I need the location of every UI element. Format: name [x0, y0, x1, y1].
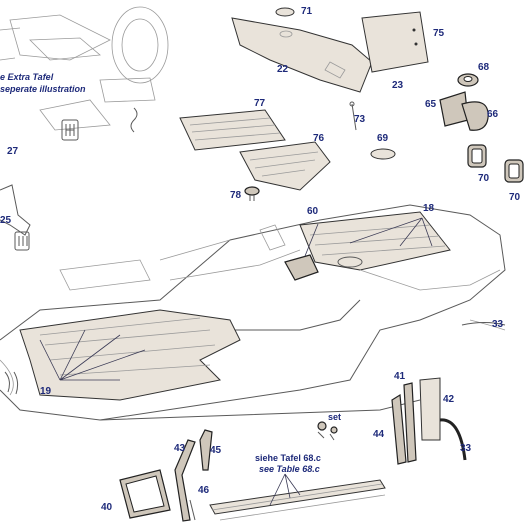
label-68: 68	[478, 62, 490, 73]
part-44-strip	[391, 393, 407, 465]
label-22: 22	[277, 64, 289, 75]
label-77: 77	[254, 98, 266, 109]
part-78-knob	[244, 186, 260, 196]
label-66: 66	[487, 109, 499, 120]
steering-wheel-sketch	[0, 6, 169, 131]
part-71-cap	[275, 7, 295, 17]
label-44: 44	[373, 429, 385, 440]
label-41: 41	[394, 371, 406, 382]
part-41-strip	[403, 382, 417, 463]
label-73: 73	[354, 114, 366, 125]
part-75-board	[361, 11, 429, 73]
label-23: 23	[392, 80, 404, 91]
screw-set-icon	[317, 421, 338, 441]
gear-shift-icon	[61, 107, 138, 141]
label-71: 71	[301, 6, 313, 17]
label-42: 42	[443, 394, 455, 405]
note-siehe-tafel: siehe Tafel 68.c	[255, 453, 321, 463]
label-70-a: 70	[478, 173, 490, 184]
label-60: 60	[307, 206, 319, 217]
label-46: 46	[198, 485, 210, 496]
label-65: 65	[425, 99, 437, 110]
label-43: 43	[174, 443, 186, 454]
label-76: 76	[313, 133, 325, 144]
label-40: 40	[101, 502, 113, 513]
part-66-boot	[461, 101, 489, 131]
part-46-strip	[189, 499, 196, 521]
label-78: 78	[230, 190, 242, 201]
label-69: 69	[377, 133, 389, 144]
label-33-b: 33	[460, 443, 472, 454]
part-73-clip	[351, 103, 357, 131]
note-set: set	[328, 412, 342, 422]
part-33-arc	[439, 418, 467, 461]
part-76-mat	[239, 141, 331, 191]
label-33-a: 33	[492, 319, 504, 330]
note-see-table: see Table 68.c	[259, 464, 320, 474]
part-22-panel	[231, 17, 373, 93]
part-77-mat	[179, 109, 286, 151]
part-25-bracket	[0, 184, 31, 236]
label-27: 27	[7, 146, 19, 157]
part-45-strip	[199, 429, 213, 471]
label-19: 19	[40, 386, 52, 397]
label-45: 45	[210, 445, 222, 456]
label-70-b: 70	[509, 192, 521, 203]
note-extra-tafel: e Extra Tafel	[0, 72, 54, 82]
part-43-strip	[174, 439, 196, 522]
label-18: 18	[423, 203, 435, 214]
label-75: 75	[433, 28, 445, 39]
note-separate-illustration: seperate illustration	[0, 84, 86, 94]
part-69-plug	[370, 148, 396, 160]
part-42-panel	[419, 377, 441, 441]
label-25: 25	[0, 215, 12, 226]
